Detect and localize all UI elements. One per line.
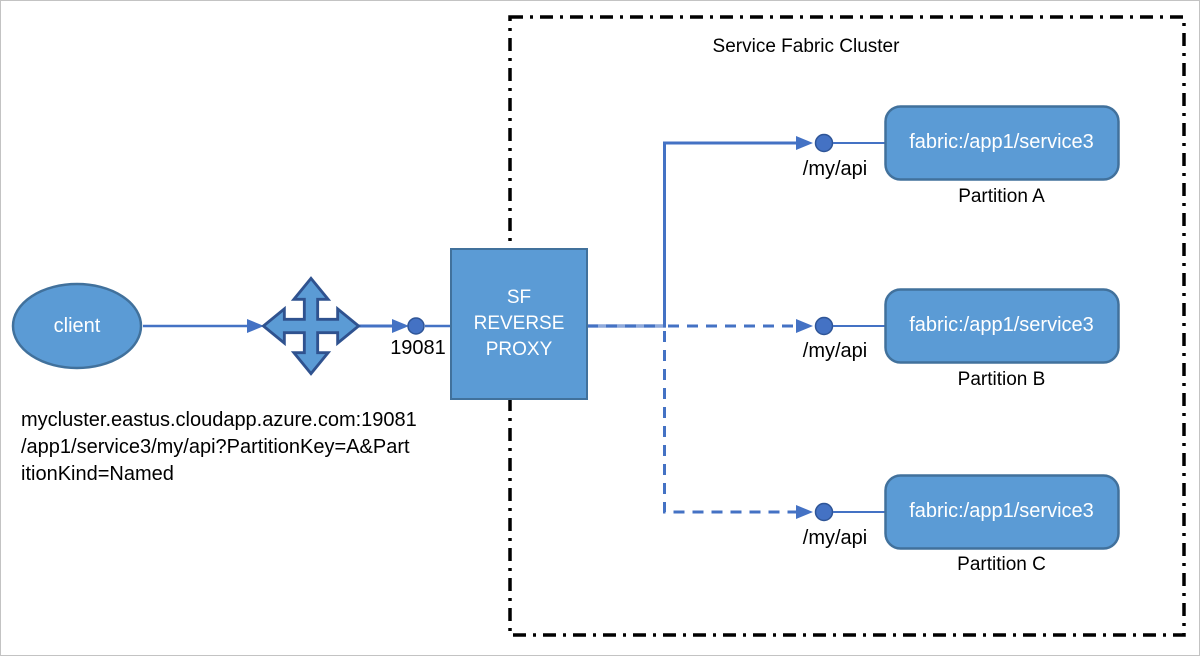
load-balancer-icon	[261, 276, 361, 376]
arrowhead-icon	[247, 319, 264, 333]
cluster-boundary	[508, 15, 1186, 637]
arrowhead-icon	[796, 319, 813, 333]
partition-c-box	[884, 474, 1120, 550]
partition-b-name: Partition B	[957, 369, 1046, 390]
port-endpoint-dot-icon	[407, 317, 425, 335]
client-label: client	[53, 314, 101, 337]
partition-a-service-label: fabric:/app1/service3	[909, 131, 1094, 153]
partition-c-name: Partition C	[957, 554, 1046, 575]
client-shape	[11, 282, 143, 370]
partition-b-route-label: /my/api	[802, 340, 868, 362]
arrowhead-icon	[392, 319, 409, 333]
partition-a-route-label: /my/api	[802, 158, 868, 180]
endpoint-dot-icon	[814, 316, 834, 336]
connector-route-partition-c	[663, 331, 796, 514]
request-url-text: mycluster.eastus.cloudapp.azure.com:1908…	[21, 409, 417, 485]
reverse-proxy-label: SF REVERSE PROXY	[473, 287, 565, 360]
partition-b-box	[884, 288, 1120, 364]
partition-a-name: Partition A	[958, 186, 1045, 207]
endpoint-dot-icon	[814, 502, 834, 522]
partition-a-box	[884, 105, 1120, 181]
endpoint-dot-icon	[814, 133, 834, 153]
arrowhead-icon	[796, 136, 813, 150]
arrowhead-icon	[796, 505, 813, 519]
reverse-proxy-box	[450, 248, 588, 400]
cluster-title: Service Fabric Cluster	[712, 36, 900, 57]
partition-c-service-label: fabric:/app1/service3	[909, 500, 1094, 522]
partition-b-service-label: fabric:/app1/service3	[909, 314, 1094, 336]
connector-route-partition-a	[663, 141, 796, 328]
partition-c-route-label: /my/api	[802, 527, 868, 549]
port-number-label: 19081	[390, 337, 446, 359]
